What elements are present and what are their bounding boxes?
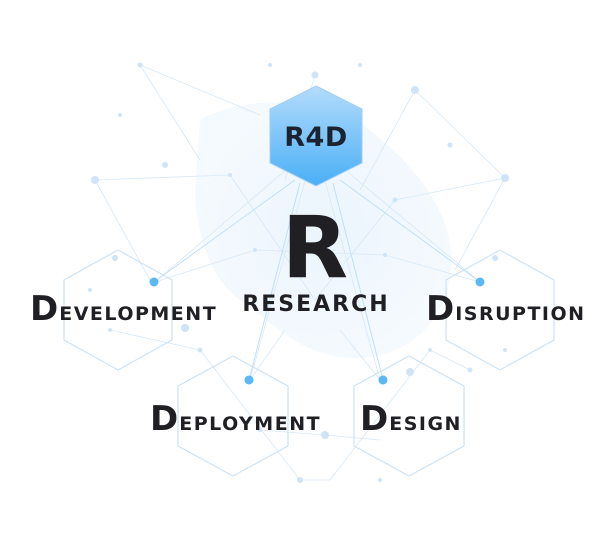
network-dots [88,62,509,483]
pillar-deployment-rest: EPLOYMENT [179,413,322,435]
r4d-badge-label: R4D [284,122,348,153]
research-initial: R [281,198,349,298]
pillar-disruption-rest: ISRUPTION [455,303,586,325]
r4d-badge [269,85,363,187]
hexagon-deployment [177,355,289,477]
network-lines [94,64,506,481]
node-development [149,277,159,287]
pillar-nodes [149,277,485,385]
hexagon-design [353,355,465,477]
background-blob [195,102,452,359]
pillar-development: DEVELOPMENT [30,292,217,326]
pillar-disruption-initial: D [426,289,456,329]
hexagon-disruption [445,249,555,371]
pillar-disruption: DISRUPTION [426,292,586,326]
node-disruption [475,277,485,287]
pillar-development-initial: D [30,289,60,329]
pillar-deployment: DEPLOYMENT [150,402,321,436]
hexagon-development [63,249,173,371]
pillar-design-initial: D [360,399,390,439]
node-design [378,375,388,385]
pillar-deployment-initial: D [150,399,180,439]
pillar-design: DESIGN [360,402,462,436]
pillar-development-rest: EVELOPMENT [59,303,218,325]
connector-lines [153,179,481,381]
research-label: RESEARCH [242,292,390,317]
node-deployment [244,375,254,385]
pillar-design-rest: ESIGN [389,413,462,435]
pillar-hexagons [63,249,555,477]
